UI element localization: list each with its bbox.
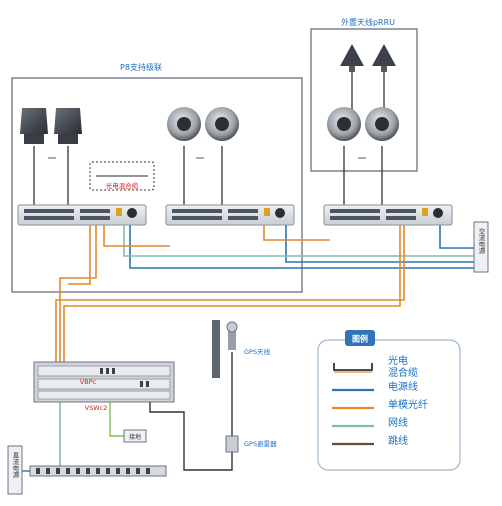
ground-lead (109, 402, 124, 437)
prru-round-2 (205, 107, 239, 141)
legend-swatch-0 (333, 363, 373, 371)
ac-power-label: 交流电源 (477, 227, 485, 256)
gps-antenna-label: GPS天线 (244, 347, 271, 356)
prru-hub-3 (323, 204, 453, 226)
prru-round-4 (365, 107, 399, 141)
hybrid-cables (33, 72, 385, 205)
prru-hub-2 (165, 204, 295, 226)
gps-feeder (149, 402, 233, 471)
prru-round-3 (327, 107, 361, 141)
vsw-label: VSWc2 (85, 404, 108, 412)
p8-cascade-label: P8支持级联 (120, 62, 162, 72)
ground-box (123, 429, 147, 443)
gps-antenna (212, 320, 238, 378)
external-antenna-2 (372, 44, 396, 72)
fiber-lines (55, 222, 405, 372)
dc-power-box (7, 445, 23, 495)
prru-hub-1 (17, 204, 147, 226)
hybrid-cable-tag-label: 光电混合缆 (106, 181, 139, 190)
prru-square-2 (54, 108, 82, 144)
prru-square-1 (20, 108, 48, 144)
legend-label-0-0: 光电 (388, 354, 408, 367)
external-prru-label: 外置天线pRRU (341, 17, 395, 27)
gps-arrester (225, 435, 239, 453)
legend-label-0-1: 混合缆 (388, 366, 418, 379)
ground-label: 接地 (129, 433, 141, 441)
dc-power-label: 直流电源 (11, 451, 19, 480)
external-prru-box (310, 28, 418, 172)
prru-round-1 (167, 107, 201, 141)
legend-label-4: 跳线 (388, 434, 408, 447)
bbu-chassis (33, 361, 175, 403)
ac-power-box (473, 221, 489, 273)
legend-label-3: 网线 (388, 416, 408, 429)
external-antenna-1 (340, 44, 364, 72)
legend-label-2: 单模光纤 (388, 398, 428, 411)
vbp-label: VBPc (80, 378, 97, 386)
power-lines (129, 222, 474, 269)
legend-label-1: 电源线 (388, 380, 418, 393)
legend-title: 图例 (352, 334, 368, 344)
gps-arrester-label: GPS避雷器 (244, 439, 277, 448)
p8-cascade-box (11, 77, 303, 293)
